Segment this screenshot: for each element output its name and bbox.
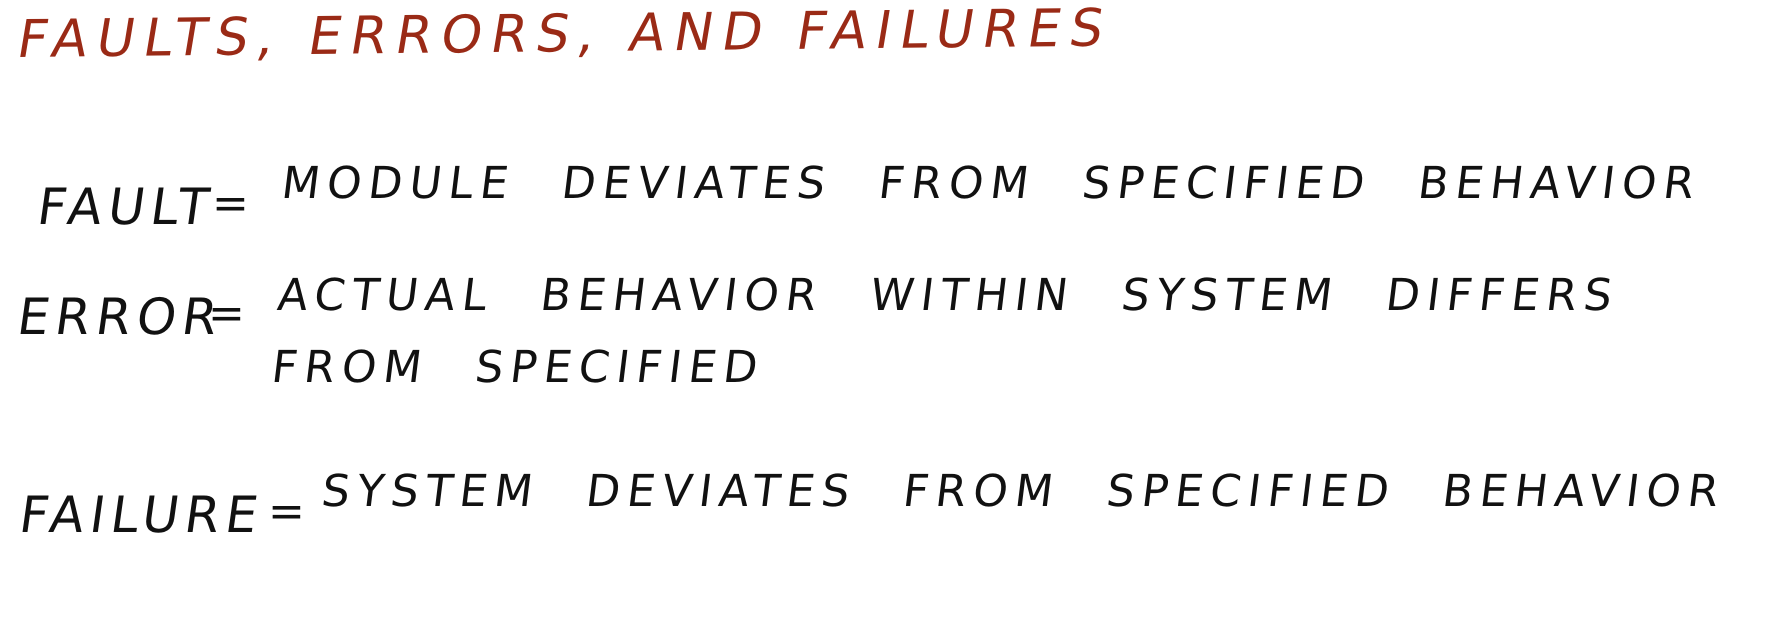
definition-error-line-2: FROM SPECIFIED — [268, 342, 768, 393]
definition-fault: MODULE DEVIATES FROM SPECIFIED BEHAVIOR — [278, 158, 1705, 209]
definition-failure: SYSTEM DEVIATES FROM SPECIFIED BEHAVIOR — [318, 466, 1729, 517]
page-title: FAULTS, ERRORS, AND FAILURES — [13, 0, 1118, 70]
equals-sign-error: = — [208, 288, 245, 339]
definition-error-line-1: ACTUAL BEHAVIOR WITHIN SYSTEM DIFFERS — [274, 270, 1623, 321]
term-error: ERROR — [13, 288, 228, 346]
equals-sign-failure: = — [268, 486, 305, 537]
term-fault: FAULT — [33, 178, 219, 236]
equals-sign-fault: = — [212, 178, 249, 229]
term-failure: FAILURE — [15, 486, 268, 544]
